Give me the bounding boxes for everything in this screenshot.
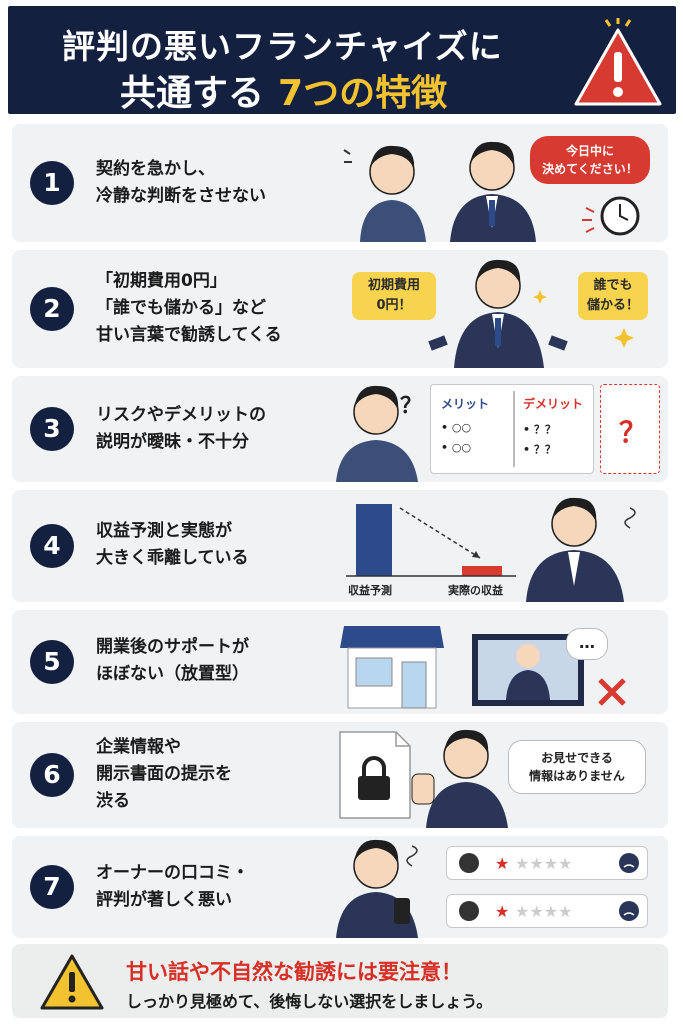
review-card-2: ★ ★★★★ xyxy=(446,894,648,928)
feature-text: 契約を急かし、 冷静な判断をさせない xyxy=(96,159,266,206)
feature-illustration: 収益予測 実際の収益 xyxy=(330,490,668,602)
locked-document-illustration xyxy=(339,729,508,828)
feature-card-4: 4 収益予測と実態が 大きく乖離している 収益予測 実際の収益 xyxy=(12,490,668,602)
number-badge: 5 xyxy=(30,640,74,684)
demerit-title: デメリット xyxy=(523,397,584,411)
thought-question-mark: ？ xyxy=(400,394,423,419)
number-badge: 1 xyxy=(30,161,74,205)
ellipsis-speech-bubble: … xyxy=(566,628,608,660)
merit-title: メリット xyxy=(441,397,490,411)
feature-card-5: 5 開業後のサポートが ほぼない（放置型） … xyxy=(12,610,668,714)
number-badge: 6 xyxy=(30,753,74,797)
speech-bubble-left: 初期費用 0円！ xyxy=(352,272,436,320)
feature-illustration: 初期費用 0円！ 誰でも 儲かる！ xyxy=(330,250,668,368)
feature-text: 開業後のサポートが ほぼない（放置型） xyxy=(96,637,249,684)
actual-bar xyxy=(462,566,502,576)
number-badge: 2 xyxy=(30,287,74,331)
feature-text: オーナーの口コミ・ 評判が著しく悪い xyxy=(96,863,249,910)
confused-person-illustration xyxy=(336,385,418,482)
feature-illustration: ？ メリット • ○○ • ○○ デメリット • ？？ • ？？ ？ xyxy=(330,376,668,482)
number-badge: 3 xyxy=(30,407,74,451)
forecast-bar xyxy=(356,504,392,576)
title-line-2: 共通する 7つの特徴 xyxy=(120,64,447,116)
feature-text: 企業情報や 開示書面の提示を 渋る xyxy=(96,737,232,811)
warning-footer: 甘い話や不自然な勧誘には要注意！ しっかり見極めて、後悔しない選択をしましょう。 xyxy=(12,944,668,1018)
title-highlight: 7つの特徴 xyxy=(278,73,448,114)
feature-illustration: ★ ★★★★ ★ ★★★★ xyxy=(330,836,668,938)
one-star-review: ★ ★★★★ xyxy=(459,901,639,921)
feature-illustration: 今日中に 決めてください！ xyxy=(330,124,668,242)
hidden-info-box: ？ xyxy=(600,384,660,474)
review-card-1: ★ ★★★★ xyxy=(446,846,648,880)
svg-text:★★★★: ★★★★ xyxy=(515,854,572,873)
one-star-review: ★ ★★★★ xyxy=(459,853,639,873)
forecast-vs-actual-illustration xyxy=(346,497,636,602)
feature-text: リスクやデメリットの 説明が曖昧・不十分 xyxy=(96,405,266,452)
abandoned-store-illustration xyxy=(340,626,626,709)
salesman-smiling-illustration xyxy=(428,259,634,368)
divider xyxy=(513,391,515,467)
feature-card-1: 1 契約を急かし、 冷静な判断をさせない 今日中に 決めてください！ xyxy=(12,124,668,242)
feature-text: 収益予測と実態が 大きく乖離している xyxy=(96,521,249,568)
feature-card-6: 6 企業情報や 開示書面の提示を 渋る お見せできる 情報はありません xyxy=(12,722,668,828)
warning-triangle-icon xyxy=(574,18,662,106)
forecast-label: 収益予測 xyxy=(348,584,392,597)
number-badge: 4 xyxy=(30,524,74,568)
worried-owner-illustration xyxy=(336,839,418,938)
footer-warning-text: 甘い話や不自然な勧誘には要注意！ xyxy=(126,960,462,984)
feature-card-2: 2 「初期費用0円」 「誰でも儲かる」など 甘い言葉で勧誘してくる 初期費用 0… xyxy=(12,250,668,368)
title-banner: 評判の悪いフランチャイズに 共通する 7つの特徴 xyxy=(8,6,676,114)
feature-card-3: 3 リスクやデメリットの 説明が曖昧・不十分 ？ メリット • ○○ • ○○ … xyxy=(12,376,668,482)
merit-demerit-board: メリット • ○○ • ○○ デメリット • ？？ • ？？ xyxy=(430,384,594,474)
feature-text: 「初期費用0円」 「誰でも儲かる」など 甘い言葉で勧誘してくる xyxy=(96,271,282,345)
number-badge: 7 xyxy=(30,865,74,909)
svg-text:★★★★: ★★★★ xyxy=(515,902,572,921)
feature-illustration: お見せできる 情報はありません xyxy=(330,722,668,828)
title-line-1: 評判の悪いフランチャイズに xyxy=(62,27,503,66)
speech-bubble-right: 誰でも 儲かる！ xyxy=(578,272,648,320)
svg-text:★: ★ xyxy=(495,854,509,873)
warning-triangle-icon xyxy=(40,954,104,1010)
salesman-pressure-illustration xyxy=(343,141,640,242)
speech-bubble: 今日中に 決めてください！ xyxy=(530,136,650,184)
svg-text:★: ★ xyxy=(495,902,509,921)
speech-bubble: お見せできる 情報はありません xyxy=(508,740,646,794)
feature-card-7: 7 オーナーの口コミ・ 評判が著しく悪い ★ ★★★★ ★ ★★★★ xyxy=(12,836,668,938)
actual-label: 実際の収益 xyxy=(448,584,503,597)
feature-illustration: … xyxy=(330,610,668,714)
footer-advice-text: しっかり見極めて、後悔しない選択をしましょう。 xyxy=(126,992,493,1011)
title-prefix: 共通する xyxy=(120,73,265,114)
